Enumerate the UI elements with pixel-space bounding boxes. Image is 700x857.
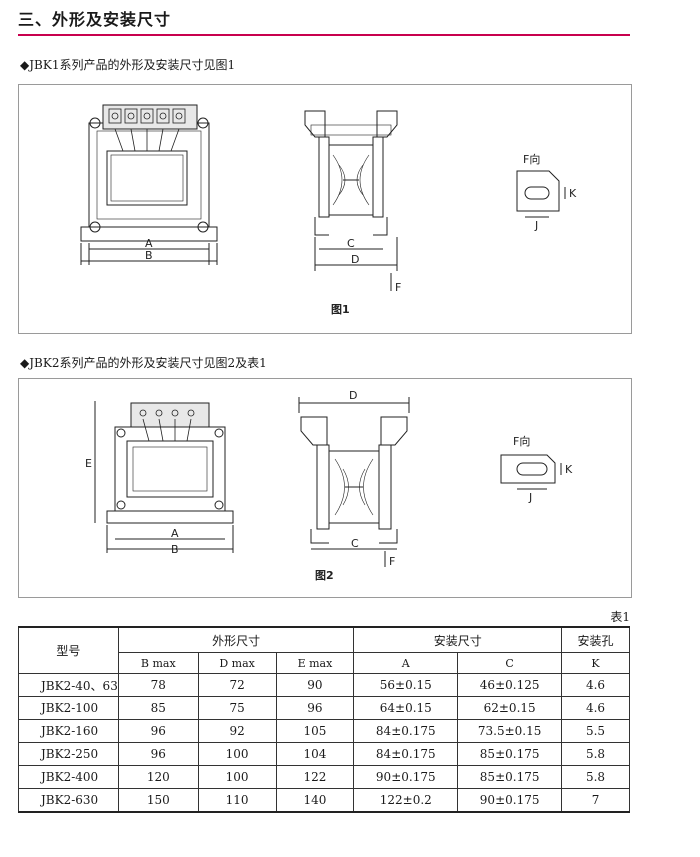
cell-d: 100 — [197, 742, 277, 766]
figure2-drawing: E A B D C F 图2 F向 K J — [85, 389, 573, 582]
cell-k: 5.8 — [561, 742, 630, 766]
cell-e: 140 — [275, 788, 355, 813]
cell-model: JBK2-400 — [18, 765, 119, 789]
header-b-max: B max — [117, 652, 199, 674]
fig2-f-direction: F向 — [513, 434, 530, 448]
cell-model: JBK2-630 — [18, 788, 119, 813]
figure1-f-detail — [516, 170, 566, 218]
header-model: 型号 — [18, 626, 119, 674]
header-k: K — [561, 652, 630, 674]
cell-k: 7 — [561, 788, 630, 813]
cell-k: 4.6 — [561, 696, 630, 720]
header-hole: 安装孔 — [561, 626, 630, 653]
fig1-f-direction: F向 — [523, 152, 540, 166]
title-divider — [18, 34, 630, 36]
cell-a: 56±0.15 — [353, 673, 459, 697]
spec-table: 型号 外形尺寸 安装尺寸 安装孔 B max D max E max A C K… — [18, 626, 630, 813]
table-caption: 表1 — [610, 610, 630, 624]
cell-c: 85±0.175 — [457, 765, 563, 789]
fig2-dim-k: K — [565, 463, 573, 476]
figure1-label: 图1 — [331, 303, 350, 316]
figure2-panel: E A B D C F 图2 F向 K J — [18, 378, 632, 598]
cell-b: 150 — [117, 788, 199, 813]
figure2-f-detail — [500, 454, 562, 490]
figure1-caption: ◆JBK1系列产品的外形及安装尺寸见图1 — [20, 58, 236, 72]
figure2-side-view — [298, 397, 410, 567]
header-c: C — [457, 652, 563, 674]
cell-d: 110 — [197, 788, 277, 813]
cell-k: 4.6 — [561, 673, 630, 697]
cell-b: 96 — [117, 719, 199, 743]
header-install: 安装尺寸 — [353, 626, 563, 653]
cell-a: 84±0.175 — [353, 719, 459, 743]
cell-b: 78 — [117, 673, 199, 697]
section-title: 三、外形及安装尺寸 — [18, 10, 172, 29]
fig1-dim-b: B — [145, 249, 153, 262]
figure1-front-view — [80, 104, 218, 265]
cell-c: 90±0.175 — [457, 788, 563, 813]
cell-model: JBK2-250 — [18, 742, 119, 766]
cell-b: 96 — [117, 742, 199, 766]
cell-b: 85 — [117, 696, 199, 720]
cell-e: 96 — [275, 696, 355, 720]
fig2-dim-a: A — [171, 527, 179, 540]
figure1-drawing: A B C D F 图1 F向 — [80, 104, 577, 316]
cell-a: 84±0.175 — [353, 742, 459, 766]
fig2-dim-b: B — [171, 543, 179, 556]
fig1-dim-k: K — [569, 187, 577, 200]
cell-d: 100 — [197, 765, 277, 789]
fig2-dim-c: C — [351, 537, 359, 550]
cell-k: 5.8 — [561, 765, 630, 789]
cell-d: 75 — [197, 696, 277, 720]
header-e-max: E max — [275, 652, 355, 674]
fig1-dim-j: J — [534, 219, 538, 232]
cell-d: 92 — [197, 719, 277, 743]
cell-k: 5.5 — [561, 719, 630, 743]
cell-c: 73.5±0.15 — [457, 719, 563, 743]
cell-a: 64±0.15 — [353, 696, 459, 720]
fig2-dim-d: D — [349, 389, 357, 402]
fig1-dim-f: F — [395, 281, 401, 294]
fig1-dim-d: D — [351, 253, 359, 266]
cell-c: 62±0.15 — [457, 696, 563, 720]
cell-e: 122 — [275, 765, 355, 789]
cell-a: 90±0.175 — [353, 765, 459, 789]
header-d-max: D max — [197, 652, 277, 674]
cell-model: JBK2-100 — [18, 696, 119, 720]
figure1-panel: A B C D F 图1 F向 — [18, 84, 632, 334]
cell-e: 105 — [275, 719, 355, 743]
cell-c: 85±0.175 — [457, 742, 563, 766]
cell-d: 72 — [197, 673, 277, 697]
fig1-dim-c: C — [347, 237, 355, 250]
cell-a: 122±0.2 — [353, 788, 459, 813]
cell-e: 90 — [275, 673, 355, 697]
cell-model: JBK2-160 — [18, 719, 119, 743]
cell-e: 104 — [275, 742, 355, 766]
figure2-front-view — [94, 401, 234, 553]
header-outline: 外形尺寸 — [117, 626, 355, 653]
cell-c: 46±0.125 — [457, 673, 563, 697]
header-a: A — [353, 652, 459, 674]
fig2-dim-e: E — [85, 457, 92, 470]
fig2-dim-f: F — [389, 555, 395, 568]
figure2-caption: ◆JBK2系列产品的外形及安装尺寸见图2及表1 — [20, 356, 267, 370]
figure1-side-view — [304, 110, 398, 291]
figure2-label: 图2 — [315, 569, 334, 582]
cell-b: 120 — [117, 765, 199, 789]
cell-model: JBK2-40、63 — [18, 673, 119, 697]
fig1-dim-a: A — [145, 237, 153, 250]
fig2-dim-j: J — [528, 491, 532, 504]
